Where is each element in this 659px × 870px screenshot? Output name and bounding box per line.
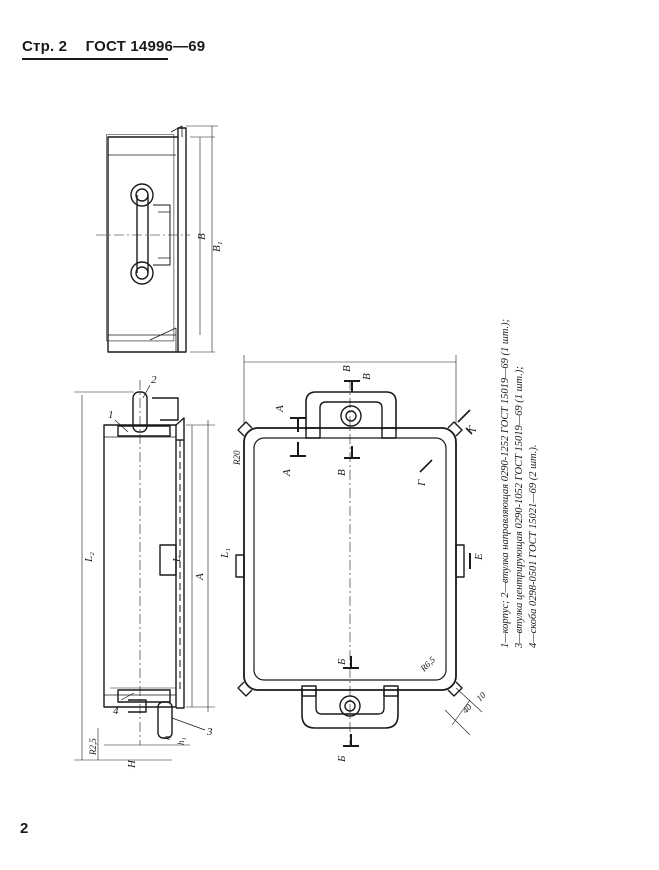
- note-line-3: 4—скоба 0298-0501 ГОСТ 15021—69 (2 шт.).: [528, 444, 539, 649]
- dim-L1: L₁: [219, 548, 231, 559]
- callout-1: 1: [108, 409, 114, 421]
- section-G-top: Г: [467, 425, 479, 433]
- note-line-1: 1—корпус; 2—втулка направляющая 0290-125…: [500, 318, 511, 648]
- note-line-2: 3—втулка центрирующая 0290-1052 ГОСТ 150…: [514, 366, 525, 648]
- top-view: [96, 125, 218, 353]
- dim-R25: R2,5: [88, 738, 98, 756]
- callout-2: 2: [151, 374, 157, 386]
- dim-R20: R20: [232, 450, 242, 466]
- dim-R65: R6,5: [418, 654, 438, 674]
- dim-10: 10: [474, 690, 488, 704]
- callout-3: 3: [206, 726, 213, 738]
- dim-B1: B₁: [211, 241, 223, 252]
- callout-4: 4: [113, 705, 119, 717]
- section-B-top: Б: [336, 658, 348, 666]
- dim-B: B: [196, 233, 208, 240]
- page-number: 2: [20, 820, 29, 837]
- dim-L2: L₂: [83, 552, 95, 563]
- section-E: Е: [473, 553, 485, 561]
- dim-H: H: [126, 759, 138, 769]
- dim-A: A: [194, 573, 206, 581]
- page-header: Стр. 2 ГОСТ 14996—69: [22, 38, 205, 55]
- side-view: [74, 380, 215, 761]
- dim-L: L: [171, 556, 183, 563]
- section-V-bottom: В: [336, 469, 348, 476]
- dim-h1: h₁: [176, 737, 186, 745]
- section-A-top: А: [274, 405, 286, 413]
- standard-number: ГОСТ 14996—69: [85, 38, 206, 55]
- dim-B-plan: B: [341, 365, 353, 372]
- plan-view: [235, 355, 483, 747]
- dim-40: 40: [460, 702, 474, 716]
- header-rule: [22, 58, 168, 60]
- section-G-mid: Г: [416, 479, 428, 487]
- page-label: Стр. 2: [22, 38, 68, 55]
- dim-h: h: [162, 735, 172, 740]
- section-A-bottom: А: [281, 469, 293, 477]
- section-B-bottom: Б: [336, 755, 348, 763]
- section-V-top: В: [361, 373, 373, 380]
